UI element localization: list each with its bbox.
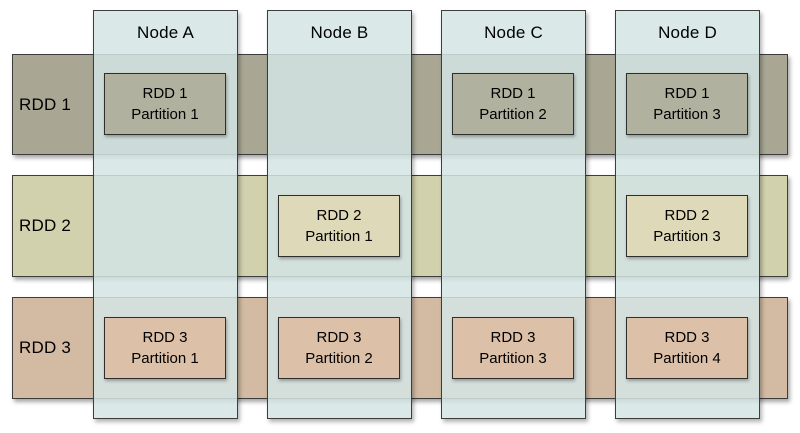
rdd3-label: RDD 3 [19, 338, 72, 357]
partition-line1: RDD 3 [490, 329, 536, 346]
partition-box-rdd2-partition1: RDD 2 Partition 1 [278, 195, 400, 257]
node-b-label: Node B [310, 22, 369, 42]
partition-line2: Partition 1 [131, 106, 199, 123]
partition-box-rdd1-partition1: RDD 1 Partition 1 [104, 73, 226, 135]
partition-line1: RDD 2 [316, 207, 362, 224]
partition-box-rdd3-partition3: RDD 3 Partition 3 [452, 317, 574, 379]
node-a-label: Node A [137, 22, 194, 42]
partition-box-rdd1-partition3: RDD 1 Partition 3 [626, 73, 748, 135]
node-c-label: Node C [484, 22, 543, 42]
partition-line2: Partition 4 [653, 350, 721, 367]
partition-line1: RDD 1 [142, 85, 188, 102]
partition-box-rdd3-partition1: RDD 3 Partition 1 [104, 317, 226, 379]
partition-line2: Partition 3 [653, 228, 721, 245]
rdd2-label: RDD 2 [19, 216, 72, 235]
partition-line2: Partition 2 [479, 106, 547, 123]
partition-line2: Partition 1 [305, 228, 373, 245]
partition-line1: RDD 1 [664, 85, 710, 102]
partition-box-rdd1-partition2: RDD 1 Partition 2 [452, 73, 574, 135]
node-d-label: Node D [658, 22, 717, 42]
partition-line1: RDD 3 [664, 329, 710, 346]
partition-box-rdd3-partition4: RDD 3 Partition 4 [626, 317, 748, 379]
partition-line1: RDD 2 [664, 207, 710, 224]
partition-line1: RDD 3 [142, 329, 188, 346]
rdd1-label: RDD 1 [19, 94, 72, 114]
partition-line1: RDD 3 [316, 329, 362, 346]
partition-line1: RDD 1 [490, 85, 536, 102]
partition-line2: Partition 3 [479, 350, 547, 367]
partition-line2: Partition 1 [131, 350, 199, 367]
partition-box-rdd2-partition3: RDD 2 Partition 3 [626, 195, 748, 257]
partition-box-rdd3-partition2: RDD 3 Partition 2 [278, 317, 400, 379]
partition-line2: Partition 2 [305, 350, 373, 367]
partition-line2: Partition 3 [653, 106, 721, 123]
